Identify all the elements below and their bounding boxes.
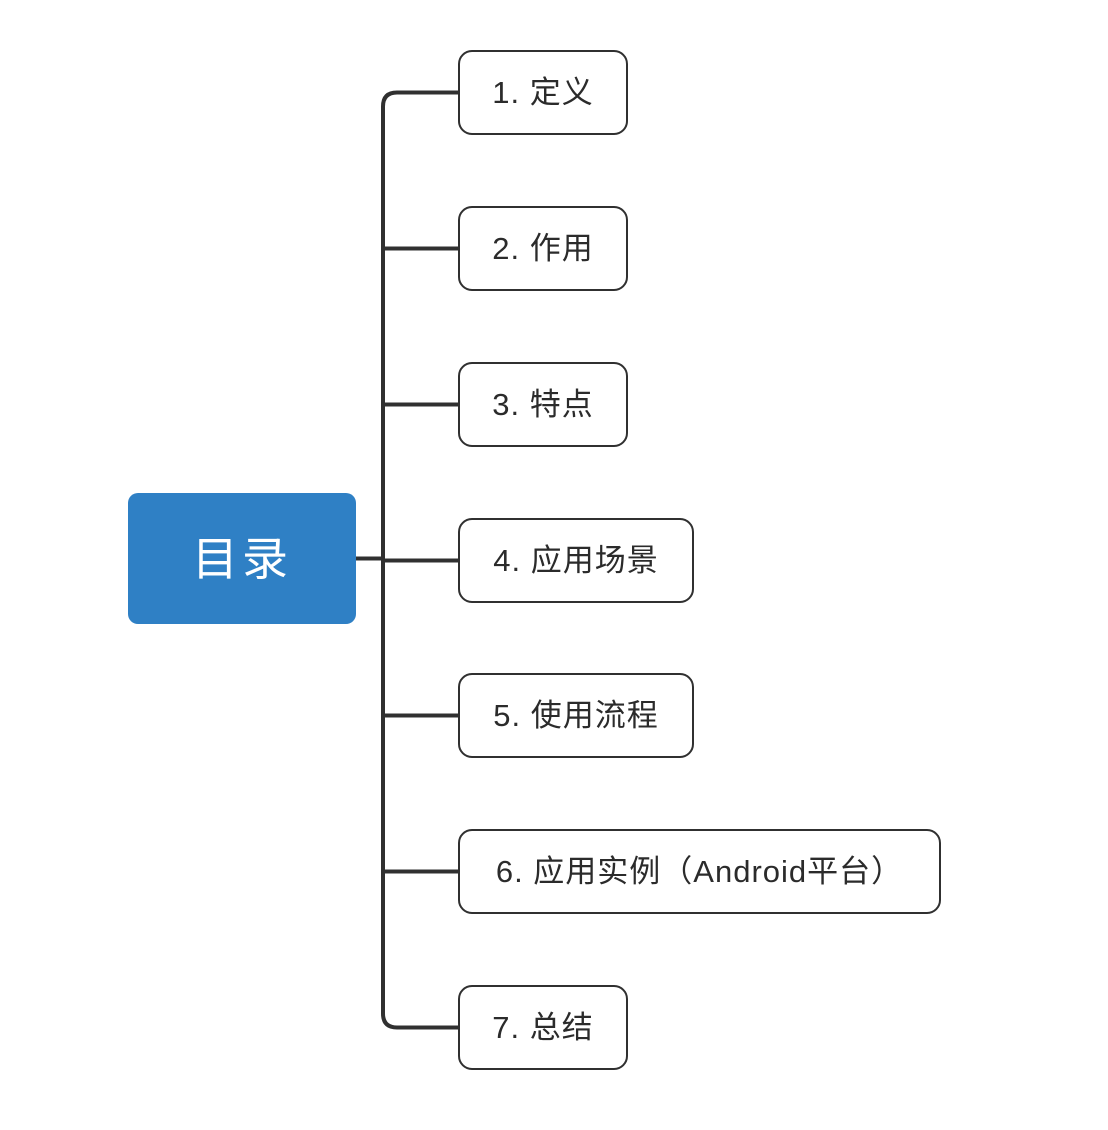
- branch-node-5[interactable]: 5. 使用流程: [458, 673, 694, 758]
- connector-branch-7: [381, 1013, 458, 1030]
- root-node-label: 目录: [192, 532, 292, 585]
- branch-node-label-4: 4. 应用场景: [493, 543, 659, 578]
- branch-node-1[interactable]: 1. 定义: [458, 50, 628, 135]
- connector-branch-1: [381, 90, 458, 107]
- root-node[interactable]: 目录: [128, 493, 356, 624]
- branch-node-label-3: 3. 特点: [492, 387, 594, 422]
- branch-node-label-6: 6. 应用实例（Android平台）: [495, 854, 904, 889]
- branch-node-label-7: 7. 总结: [492, 1010, 594, 1045]
- branch-node-3[interactable]: 3. 特点: [458, 362, 628, 447]
- branch-node-2[interactable]: 2. 作用: [458, 206, 628, 291]
- branch-node-label-5: 5. 使用流程: [493, 698, 659, 733]
- branch-node-label-2: 2. 作用: [492, 231, 594, 266]
- branch-node-7[interactable]: 7. 总结: [458, 985, 628, 1070]
- branch-node-4[interactable]: 4. 应用场景: [458, 518, 694, 603]
- branch-node-label-1: 1. 定义: [492, 75, 594, 110]
- branch-node-6[interactable]: 6. 应用实例（Android平台）: [458, 829, 941, 914]
